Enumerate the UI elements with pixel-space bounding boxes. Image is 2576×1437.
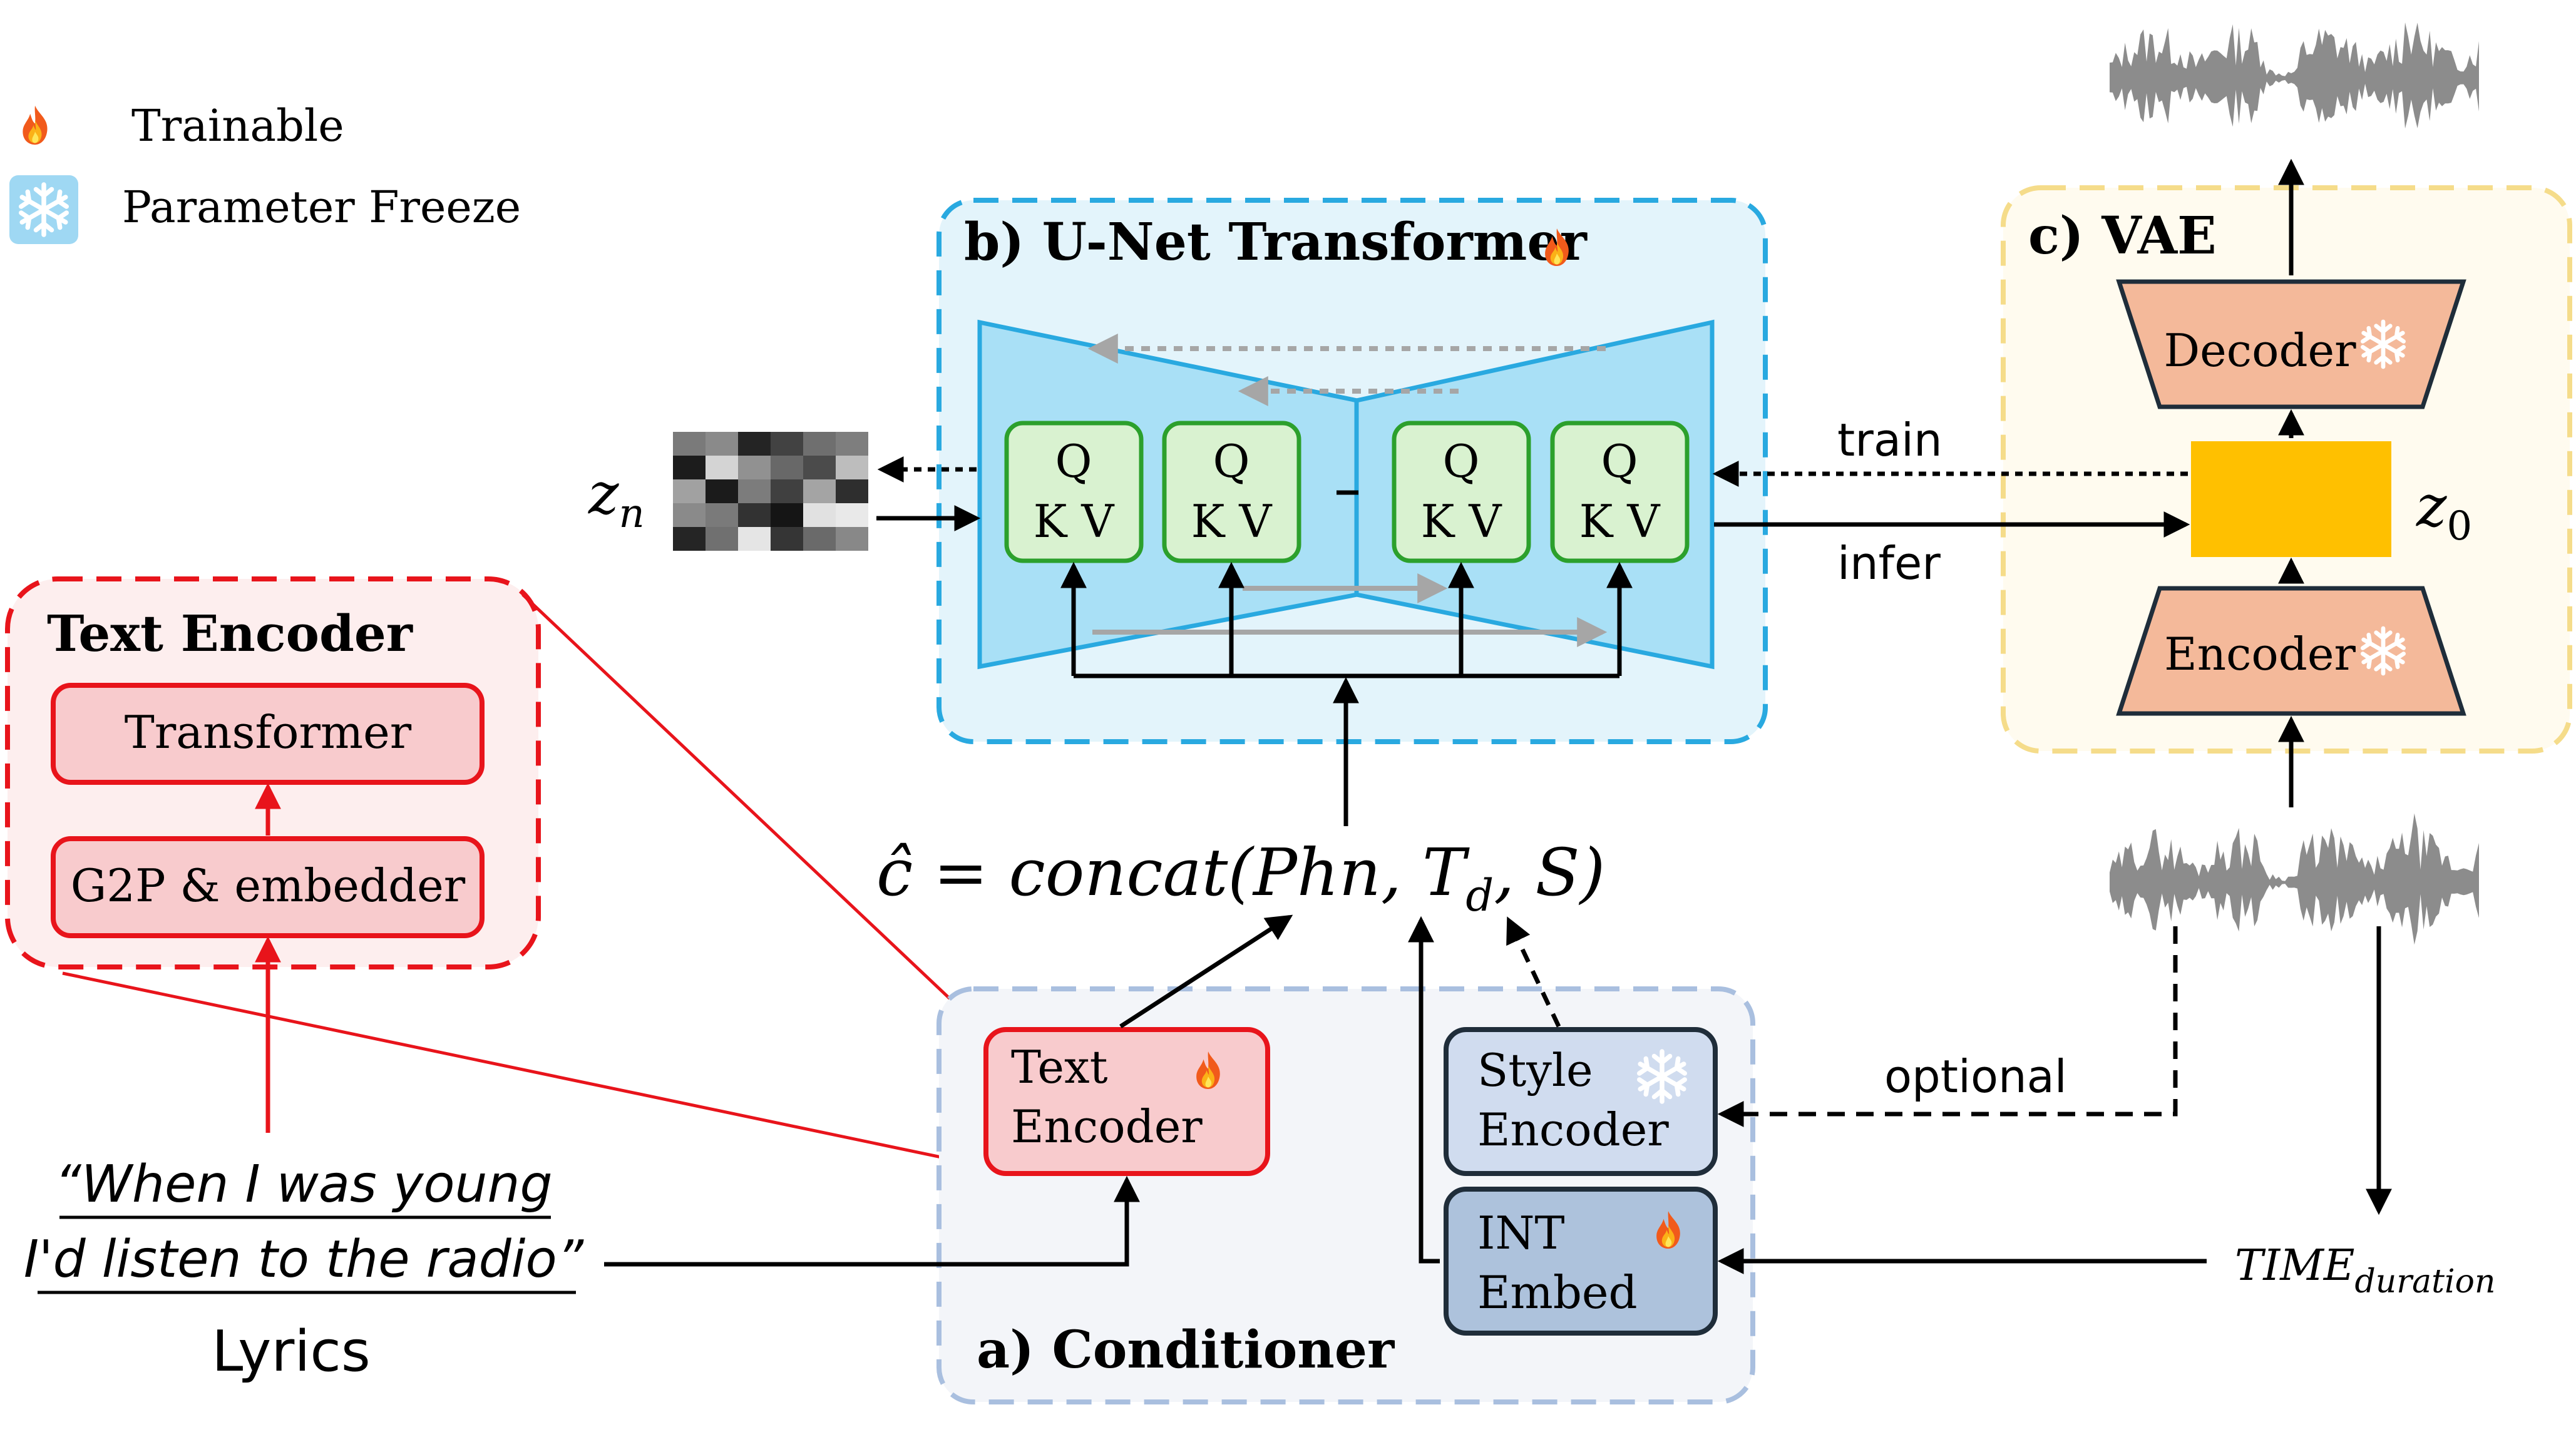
qkv-q-label: Q (1213, 435, 1250, 488)
train-label: train (1837, 414, 1942, 466)
time-duration-label: TIMEduration (2235, 1241, 2495, 1301)
noise-cell (771, 527, 803, 551)
qkv-q-label: Q (1442, 435, 1479, 488)
text-encoder-panel: Text Encoder Transformer G2P & embedder (5, 576, 541, 1133)
noise-cell (673, 456, 706, 479)
legend-trainable-label: Trainable (131, 100, 344, 151)
audio-to-style-arrow (1717, 926, 2178, 1127)
text-encoder-panel-title: Text Encoder (47, 604, 413, 663)
output-waveform (2110, 22, 2479, 129)
int-to-formula-arrow (1408, 916, 1440, 1264)
text-encoder-label-line1: Text (1011, 1041, 1108, 1093)
noise-cell (836, 503, 868, 527)
text-encoder-label-line2: Encoder (1011, 1100, 1203, 1153)
optional-label: optional (1884, 1050, 2067, 1103)
vae-title: c) VAE (2028, 206, 2217, 266)
zoom-connector-line (521, 593, 990, 1037)
noise-cell (738, 432, 771, 456)
qkv-q-label: Q (1055, 435, 1092, 488)
noise-cell (738, 527, 771, 551)
qkv-block: Q K V (1550, 421, 1690, 563)
conditioner-text-encoder (983, 1027, 1270, 1176)
conditioner-panel: a) Conditioner Text Encoder Style Encode… (936, 986, 1755, 1404)
lyrics-to-text-encoder-arrow (604, 1175, 1140, 1267)
noise-latent: zn (588, 432, 981, 551)
noise-cell (738, 503, 771, 527)
unet-title: b) U-Net Transformer (964, 212, 1588, 272)
noise-cell (803, 527, 836, 551)
latent-z0 (2191, 441, 2391, 557)
noise-cell (706, 432, 738, 456)
vae-panel: c) VAE Decoder Encoder z0 (2001, 158, 2572, 807)
vae-encoder-label: Encoder (2164, 628, 2356, 680)
qkv-q-label: Q (1601, 435, 1638, 488)
int-embed-label-line2: Embed (1477, 1266, 1638, 1319)
int-embed (1444, 1187, 1718, 1336)
noise-symbol: zn (588, 460, 645, 537)
int-embed-label-line1: INT (1477, 1207, 1564, 1259)
noise-cell (673, 432, 706, 456)
g2p-block (51, 836, 485, 938)
qkv-kv-label: K V (1579, 495, 1661, 548)
style-encoder-label-line2: Encoder (1477, 1103, 1669, 1156)
zoom-connector-line (62, 971, 990, 1169)
noise-cell (836, 527, 868, 551)
legend: Trainable Parameter Freeze (9, 100, 521, 244)
transformer-block (51, 683, 485, 785)
fire-icon (23, 105, 48, 145)
noise-cell (836, 456, 868, 479)
vae-decoder-label: Decoder (2163, 324, 2356, 377)
style-encoder-label-line1: Style (1477, 1044, 1593, 1097)
unet-panel: b) U-Net Transformer Q K V Q K V Q K V (936, 198, 1768, 826)
qkv-kv-label: K V (1034, 495, 1116, 548)
train-infer-arrows: train infer (1712, 414, 2190, 590)
noise-cell (771, 479, 803, 503)
qkv-kv-label: K V (1191, 495, 1273, 548)
noise-cell (673, 503, 706, 527)
input-waveform (2110, 813, 2479, 945)
noise-cell (706, 479, 738, 503)
qkv-block: Q K V (1392, 421, 1531, 563)
lyrics-line1: “When I was young (54, 1155, 552, 1214)
vae-encoder (2116, 586, 2466, 716)
noise-cell (771, 503, 803, 527)
qkv-block: Q K V (1004, 421, 1144, 563)
noise-cell (803, 432, 836, 456)
noise-cell (803, 456, 836, 479)
legend-freeze-label: Parameter Freeze (122, 182, 521, 233)
noise-cell (836, 432, 868, 456)
noise-cell (673, 479, 706, 503)
noise-cell (836, 479, 868, 503)
noise-cell (738, 479, 771, 503)
text-to-formula-arrow (1119, 914, 1293, 1028)
transformer-label: Transformer (125, 706, 412, 759)
noise-cell (803, 503, 836, 527)
noise-cell (673, 527, 706, 551)
waveform-shape (2110, 22, 2479, 129)
noise-cell (803, 479, 836, 503)
lyrics-line2: I'd listen to the radio” (24, 1230, 585, 1289)
vae-decoder (2116, 279, 2466, 409)
noise-cell (706, 503, 738, 527)
g2p-label: G2P & embedder (71, 859, 466, 912)
noise-cell (771, 456, 803, 479)
condition-bus (1060, 561, 1633, 826)
noise-grid (673, 432, 868, 551)
noise-cell (738, 456, 771, 479)
style-to-formula-arrow (1506, 916, 1561, 1028)
conditioner-arrows: optional (604, 914, 2392, 1274)
noise-cell (706, 527, 738, 551)
condition-formula: ĉ = concat(Phn, Td, S) (876, 834, 1605, 921)
conditioner-title: a) Conditioner (977, 1320, 1395, 1380)
waveform-shape (2110, 813, 2479, 945)
infer-label: infer (1837, 537, 1941, 590)
noise-cell (771, 432, 803, 456)
noise-cell (706, 456, 738, 479)
lyrics-caption: Lyrics (212, 1319, 371, 1384)
qkv-kv-label: K V (1421, 495, 1503, 548)
latent-z0-label: z0 (2416, 473, 2472, 550)
qkv-block: Q K V (1162, 421, 1301, 563)
lyrics: “When I was young I'd listen to the radi… (24, 1155, 585, 1384)
